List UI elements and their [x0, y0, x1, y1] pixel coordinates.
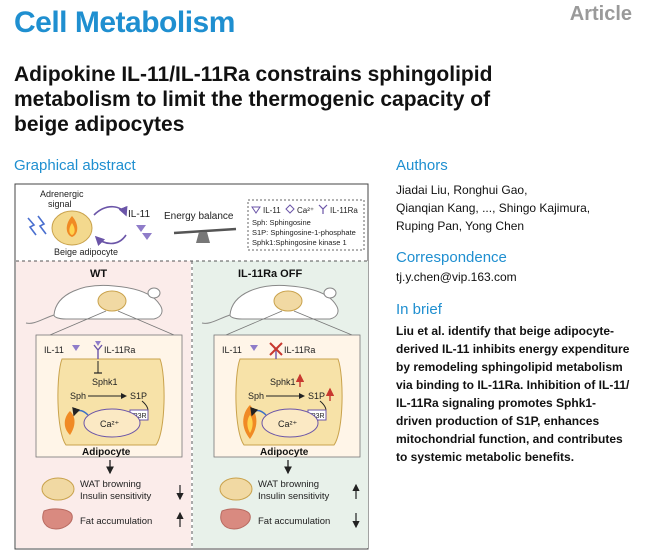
- in-brief-line: driven production of S1P, enhances: [396, 414, 600, 428]
- outcome-text: Fat accumulation: [258, 516, 330, 527]
- outcome-text: Insulin sensitivity: [258, 491, 330, 502]
- title-line: Adipokine IL-11/IL-11Ra constrains sphin…: [14, 63, 493, 86]
- calcium-flux-arrow: [250, 407, 267, 417]
- authors-list: Jiadai Liu, Ronghui Gao, Qianqian Kang, …: [396, 181, 590, 235]
- authors-heading: Authors: [396, 157, 448, 174]
- definition-text: Sphk1:Sphingosine kinase 1: [252, 238, 347, 247]
- calcium-legend-icon: [285, 204, 295, 214]
- graphical-abstract-heading: Graphical abstract: [14, 157, 136, 174]
- il11ra-label: IL-11Ra: [104, 345, 135, 355]
- legend-box: [247, 199, 365, 251]
- in-brief-line: to systemic metabolic benefits.: [396, 450, 575, 464]
- in-brief-text: Liu et al. identify that beige adipocyte…: [396, 322, 629, 466]
- il11-label: IL-11: [222, 345, 242, 355]
- in-brief-line: via binding to IL-11Ra. Inhibition of IL…: [396, 378, 630, 392]
- beige-adipocyte-label: Beige adipocyte: [54, 247, 118, 257]
- outcome-text: Insulin sensitivity: [80, 491, 152, 502]
- ip3r-label: IP3R: [131, 413, 147, 420]
- il11-icon: [142, 233, 152, 240]
- adipocyte-label: Adipocyte: [260, 447, 309, 458]
- er-compartment: [261, 408, 319, 438]
- knockout-x-icon: [269, 342, 283, 356]
- wat-icon: [41, 477, 75, 501]
- in-brief-line: Liu et al. identify that beige adipocyte…: [396, 324, 615, 338]
- graphical-abstract: Adrenergic signal Beige adipocyte IL-11 …: [14, 183, 369, 551]
- title-line: metabolism to limit the thermogenic capa…: [14, 88, 491, 111]
- in-brief-line: derived IL-11 inhibits energy expenditur…: [396, 342, 630, 356]
- in-brief-line: by remodeling sphingolipid metabolism: [396, 360, 623, 374]
- sph-label: Sph: [70, 391, 86, 401]
- er-compartment: [83, 408, 141, 438]
- mouse-tail: [25, 314, 55, 324]
- in-brief-line: mitochondrial function, and contributes: [396, 432, 623, 446]
- secretion-arrow: [93, 205, 128, 217]
- calcium-label: Ca²⁺: [278, 419, 298, 429]
- bound-il11-icon: [95, 341, 101, 346]
- zoom-line: [49, 310, 107, 336]
- il11-icon: [72, 345, 80, 351]
- wat-icon: [219, 477, 253, 501]
- in-brief-line: IL-11Ra signaling promotes Sphk1-: [396, 396, 597, 410]
- receptor-legend-icon: [318, 204, 328, 214]
- author-line: Qianqian Kang, ..., Shingo Kajimura,: [396, 201, 591, 215]
- flame-core-icon: [69, 223, 75, 235]
- adrenergic-label: signal: [48, 199, 72, 209]
- article-type-label: Article: [569, 3, 632, 25]
- correspondence-heading: Correspondence: [396, 249, 507, 266]
- ip3r-label: IP3R: [309, 413, 325, 420]
- calcium-label: Ca²⁺: [100, 419, 120, 429]
- sphk1-label: Sphk1: [270, 377, 296, 387]
- zoom-line: [293, 310, 353, 336]
- lightning-icon: [27, 217, 37, 236]
- outcome-text: WAT browning: [258, 479, 319, 490]
- il11-label: IL-11: [128, 209, 150, 220]
- zoom-line: [225, 310, 283, 336]
- energy-balance-label: Energy balance: [164, 211, 234, 222]
- wt-title: WT: [90, 268, 107, 280]
- graphical-abstract-figure: Adrenergic signal Beige adipocyte IL-11 …: [14, 183, 369, 550]
- il11-label: IL-11: [44, 345, 64, 355]
- lightning-icon: [37, 215, 47, 235]
- il11ra-label: IL-11Ra: [284, 345, 315, 355]
- liver-icon: [220, 508, 251, 530]
- flame-core-icon: [247, 415, 253, 433]
- balance-fulcrum: [196, 232, 210, 243]
- definition-text: Sph: Sphingosine: [252, 218, 311, 227]
- adrenergic-label: Adrenergic: [40, 189, 84, 199]
- title-line: beige adipocytes: [14, 113, 185, 136]
- fat-depot-icon: [273, 290, 303, 312]
- journal-name: Cell Metabolism: [14, 6, 235, 39]
- zoom-line: [117, 310, 175, 336]
- liver-icon: [42, 508, 73, 530]
- il11ra-off-title: IL-11Ra OFF: [238, 268, 302, 280]
- mouse-ear: [323, 287, 337, 299]
- balance-beam: [173, 227, 237, 235]
- correspondence-email[interactable]: tj.y.chen@vip.163.com: [396, 270, 517, 284]
- mouse-tail: [201, 314, 231, 324]
- legend-item: Ca²⁺: [297, 206, 314, 215]
- sphk1-label: Sphk1: [92, 377, 118, 387]
- in-brief-heading: In brief: [396, 301, 442, 318]
- il11-icon: [250, 345, 258, 351]
- s1p-label: S1P: [308, 391, 325, 401]
- legend-item: IL-11: [263, 206, 281, 215]
- fat-depot-icon: [97, 290, 127, 312]
- il11-icon: [136, 225, 146, 232]
- author-line: Ruping Pan, Yong Chen: [396, 219, 525, 233]
- outcome-text: Fat accumulation: [80, 516, 152, 527]
- il11-legend-icon: [251, 206, 261, 214]
- il11ra-receptor-icon: [93, 344, 103, 359]
- outcome-text: WAT browning: [80, 479, 141, 490]
- flame-icon: [64, 411, 75, 435]
- author-line: Jiadai Liu, Ronghui Gao,: [396, 183, 528, 197]
- mouse-ear: [147, 287, 161, 299]
- feedback-arrow: [94, 234, 127, 247]
- article-title: Adipokine IL-11/IL-11Ra constrains sphin…: [14, 62, 634, 137]
- definition-text: S1P: Sphingosine-1-phosphate: [252, 228, 356, 237]
- calcium-flux-arrow: [72, 407, 89, 417]
- sph-label: Sph: [248, 391, 264, 401]
- s1p-label: S1P: [130, 391, 147, 401]
- adipocyte-label: Adipocyte: [82, 447, 131, 458]
- legend-item: IL-11Ra: [330, 206, 358, 215]
